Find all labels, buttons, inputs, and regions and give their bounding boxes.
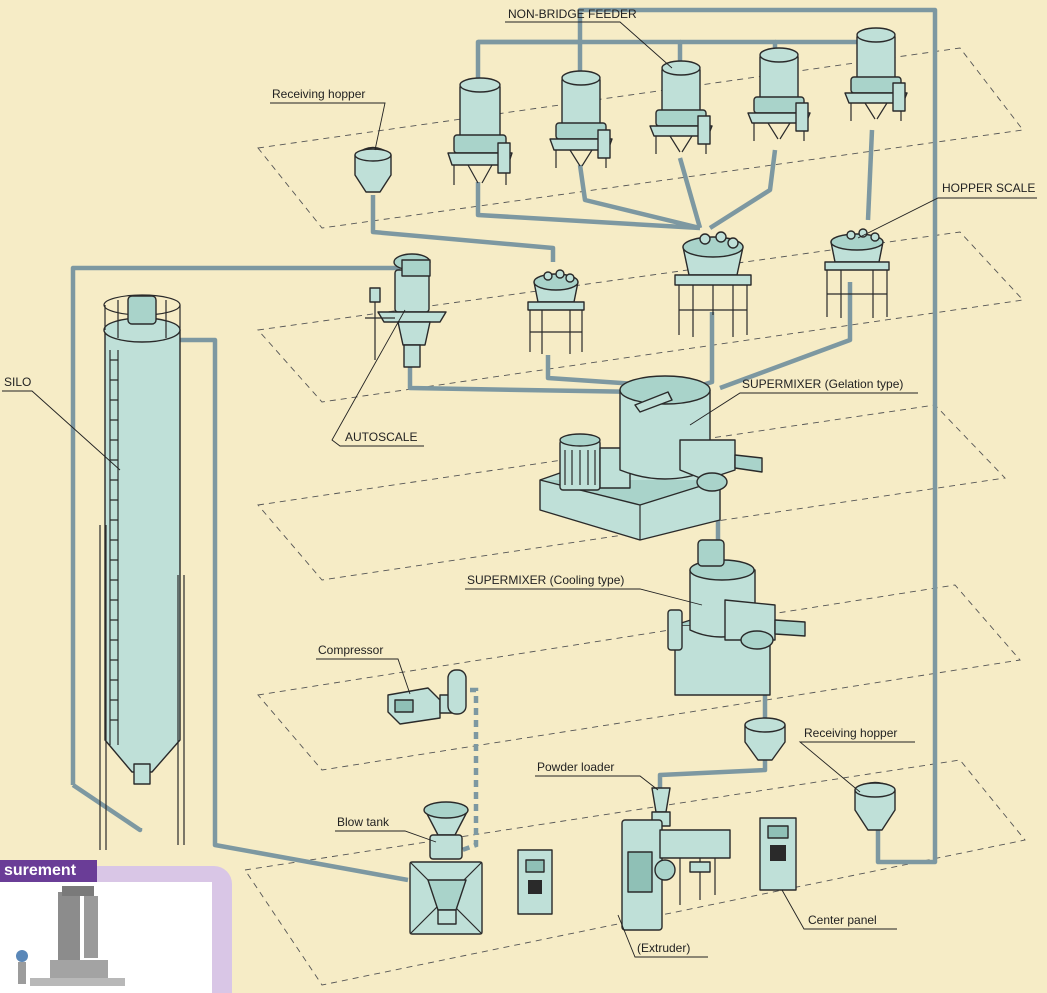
label-autoscale: AUTOSCALE bbox=[331, 309, 424, 447]
label-silo-text: SILO bbox=[4, 375, 31, 389]
receiving-hopper-middle bbox=[744, 717, 786, 761]
label-autoscale-text: AUTOSCALE bbox=[345, 430, 417, 444]
measurement-device-thumbnail bbox=[0, 882, 212, 993]
measurement-inset-card bbox=[0, 866, 232, 993]
extruder bbox=[621, 787, 731, 931]
hopper-scales bbox=[527, 228, 890, 354]
silo bbox=[99, 294, 185, 850]
label-powder-loader: Powder loader bbox=[535, 760, 659, 791]
blow-tank bbox=[409, 801, 483, 935]
label-compressor-text: Compressor bbox=[318, 643, 383, 657]
non-bridge-feeders bbox=[447, 27, 908, 185]
receiving-hopper-top bbox=[354, 146, 392, 193]
label-supermixer-cooling: SUPERMIXER (Cooling type) bbox=[465, 573, 703, 606]
label-receiving-hopper-bottom-text: Receiving hopper bbox=[804, 726, 897, 740]
label-blow-tank-text: Blow tank bbox=[337, 815, 390, 829]
label-center-panel: Center panel bbox=[781, 889, 897, 930]
pipe-network bbox=[70, 7, 938, 883]
label-hopper-scale-text: HOPPER SCALE bbox=[942, 181, 1035, 195]
label-supermixer-gelation-text: SUPERMIXER (Gelation type) bbox=[742, 377, 903, 391]
label-extruder: (Extruder) bbox=[617, 914, 708, 958]
label-blow-tank: Blow tank bbox=[335, 815, 437, 843]
label-compressor: Compressor bbox=[316, 643, 411, 695]
label-extruder-text: (Extruder) bbox=[637, 941, 690, 955]
label-center-panel-text: Center panel bbox=[808, 913, 877, 927]
label-powder-loader-text: Powder loader bbox=[537, 760, 614, 774]
label-non-bridge-feeder: NON-BRIDGE FEEDER bbox=[505, 7, 673, 69]
supermixer-gelation bbox=[539, 375, 763, 541]
compressor bbox=[387, 669, 467, 725]
receiving-hopper-bottom bbox=[854, 781, 896, 831]
measurement-badge: surement bbox=[0, 860, 97, 882]
control-panel-left bbox=[517, 849, 553, 915]
measurement-inset-image-area bbox=[0, 882, 212, 993]
center-panel bbox=[759, 817, 797, 891]
label-supermixer-cooling-text: SUPERMIXER (Cooling type) bbox=[467, 573, 624, 587]
autoscale bbox=[365, 253, 447, 368]
label-supermixer-gelation: SUPERMIXER (Gelation type) bbox=[689, 377, 918, 426]
label-non-bridge-feeder-text: NON-BRIDGE FEEDER bbox=[508, 7, 637, 21]
label-receiving-hopper-top: Receiving hopper bbox=[270, 87, 386, 151]
label-hopper-scale: HOPPER SCALE bbox=[857, 181, 1037, 239]
supermixer-cooling bbox=[667, 539, 806, 696]
label-receiving-hopper-bottom: Receiving hopper bbox=[798, 726, 915, 793]
label-silo: SILO bbox=[2, 375, 121, 471]
label-receiving-hopper-top-text: Receiving hopper bbox=[272, 87, 365, 101]
